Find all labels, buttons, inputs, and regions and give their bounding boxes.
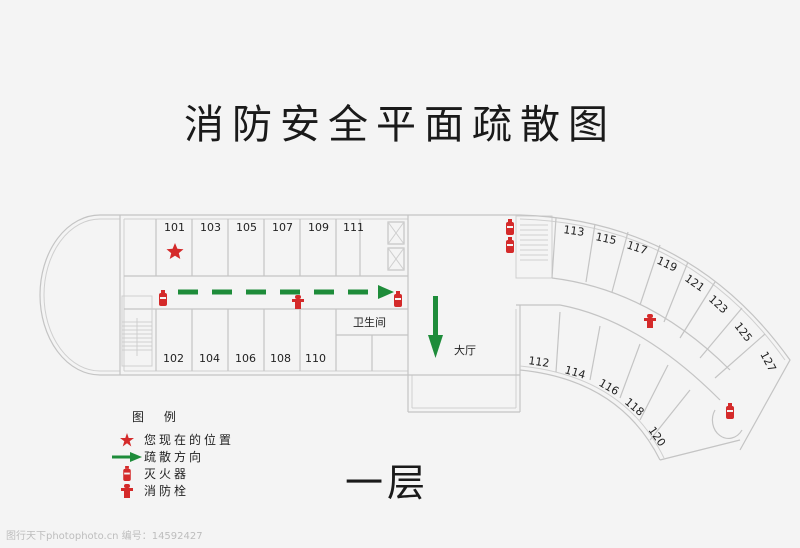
fire-hydrant-icon bbox=[644, 314, 656, 328]
svg-text:103: 103 bbox=[200, 221, 221, 234]
lobby-label: 大厅 bbox=[454, 343, 476, 357]
fire-extinguisher-icon bbox=[726, 403, 734, 419]
fire-extinguisher-icon bbox=[110, 465, 144, 482]
legend-item-evacuation: 疏散方向 bbox=[110, 448, 234, 465]
room-labels-north: 101 103 105 107 109 111 bbox=[164, 221, 364, 234]
west-block-walls bbox=[120, 214, 408, 376]
page-title: 消防安全平面疏散图 bbox=[184, 102, 616, 148]
arrow-right-icon bbox=[110, 451, 144, 462]
west-stair bbox=[121, 295, 153, 367]
watermark: 图行天下photophoto.cn 编号：14592427 bbox=[6, 531, 203, 542]
evacuation-arrow-horizontal bbox=[178, 285, 394, 299]
svg-text:119: 119 bbox=[655, 254, 680, 275]
svg-text:101: 101 bbox=[164, 221, 185, 234]
floor-label: 一层 bbox=[345, 461, 430, 505]
east-wing-walls bbox=[519, 214, 791, 461]
legend: 图 例 您现在的位置 疏散方向 灭火器 消防栓 bbox=[110, 408, 234, 499]
svg-text:114: 114 bbox=[563, 363, 587, 381]
legend-title: 图 例 bbox=[132, 410, 184, 424]
svg-text:110: 110 bbox=[305, 352, 326, 365]
fire-hydrant-icon bbox=[292, 295, 304, 309]
svg-text:108: 108 bbox=[270, 352, 291, 365]
room-labels-curve-inner: 112 114 116 118 120 bbox=[528, 354, 669, 449]
svg-text:115: 115 bbox=[594, 230, 617, 247]
evacuation-arrow-vertical bbox=[428, 296, 443, 358]
west-wing-wall bbox=[39, 214, 125, 376]
fire-extinguisher-icon bbox=[159, 290, 167, 306]
svg-text:104: 104 bbox=[199, 352, 220, 365]
legend-item-hydrant: 消防栓 bbox=[110, 482, 234, 499]
svg-text:120: 120 bbox=[646, 424, 669, 449]
svg-text:127: 127 bbox=[757, 349, 778, 374]
svg-text:125: 125 bbox=[732, 320, 755, 345]
fire-hydrant-icon bbox=[110, 483, 144, 499]
svg-text:107: 107 bbox=[272, 221, 293, 234]
svg-text:102: 102 bbox=[163, 352, 184, 365]
svg-text:111: 111 bbox=[343, 221, 364, 234]
svg-text:121: 121 bbox=[682, 272, 707, 295]
restroom-label: 卫生间 bbox=[353, 315, 386, 329]
svg-text:113: 113 bbox=[563, 223, 586, 239]
star-icon bbox=[110, 432, 144, 447]
svg-text:123: 123 bbox=[706, 293, 730, 317]
svg-text:105: 105 bbox=[236, 221, 257, 234]
svg-text:117: 117 bbox=[625, 238, 649, 257]
svg-text:106: 106 bbox=[235, 352, 256, 365]
lobby-walls bbox=[407, 214, 560, 413]
room-labels-south: 102 104 106 108 110 bbox=[163, 352, 326, 365]
svg-text:109: 109 bbox=[308, 221, 329, 234]
legend-item-location: 您现在的位置 bbox=[110, 431, 234, 448]
fire-extinguisher-icon bbox=[506, 219, 514, 235]
svg-text:112: 112 bbox=[528, 354, 551, 370]
fire-extinguisher-icon bbox=[394, 291, 402, 307]
you-are-here-star-icon bbox=[166, 243, 184, 259]
legend-item-extinguisher: 灭火器 bbox=[110, 465, 234, 482]
fire-extinguisher-icon bbox=[506, 237, 514, 253]
